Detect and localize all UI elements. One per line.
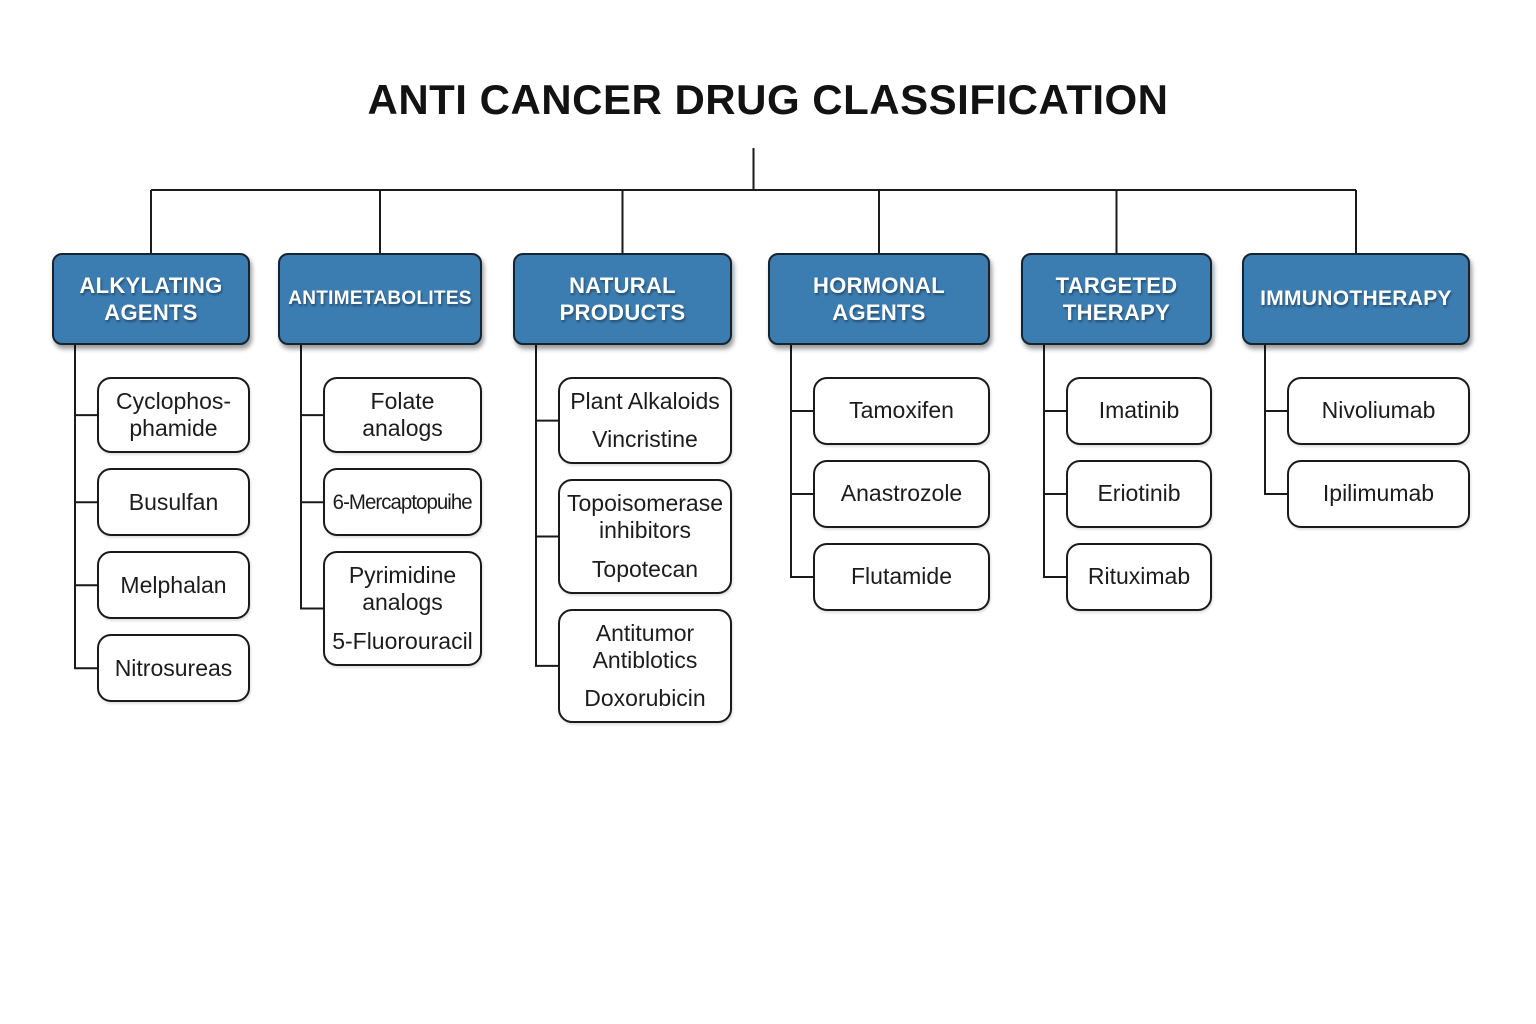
drug-box: Tamoxifen: [813, 377, 990, 445]
category-children: Cyclophos- phamide Busulfan Melphalan Ni…: [52, 377, 250, 703]
category-children: Imatinib Eriotinib Rituximab: [1021, 377, 1212, 611]
drug-box: 6-Mercaptopuihe: [323, 468, 482, 537]
drug-box: Imatinib: [1066, 377, 1212, 445]
drug-box-text: Flutamide: [851, 563, 952, 590]
drug-box: Melphalan: [97, 551, 250, 620]
drug-box: Cyclophos- phamide: [97, 377, 250, 454]
drug-box: Folate analogs: [323, 377, 482, 454]
drug-box-subtext: 5-Fluorouracil: [332, 627, 473, 654]
drug-box-subtext: Vincristine: [592, 426, 698, 453]
drug-box-text: Melphalan: [120, 571, 227, 598]
drug-box-text: Plant Alkaloids: [570, 388, 720, 414]
category-column-immunotherapy: IMMUNOTHERAPY Nivoliumab Ipilimumab: [1242, 253, 1470, 528]
drug-box-subtext: Doxorubicin: [584, 684, 706, 711]
category-box-immunotherapy: IMMUNOTHERAPY: [1242, 253, 1470, 345]
drug-box-text: Antitumor Antiblotics: [592, 619, 698, 673]
category-column-targeted-therapy: TARGETED THERAPY Imatinib Eriotinib Ritu…: [1021, 253, 1212, 611]
category-box-antimetabolites: ANTIMETABOLITES: [278, 253, 482, 345]
drug-box-text: Anastrozole: [840, 480, 963, 507]
category-label: NATURAL PRODUCTS: [559, 272, 686, 326]
category-box-hormonal-agents: HORMONAL AGENTS: [768, 253, 990, 345]
drug-box: Nitrosureas: [97, 634, 250, 703]
category-children: Nivoliumab Ipilimumab: [1242, 377, 1470, 528]
drug-box-text: Rituximab: [1087, 563, 1191, 590]
drug-box-text: 6-Mercaptopuihe: [332, 489, 473, 514]
drug-box-text: Nitrosureas: [114, 654, 233, 681]
drug-box: Rituximab: [1066, 543, 1212, 611]
drug-box-text: Cyclophos- phamide: [115, 388, 232, 442]
drug-box: Busulfan: [97, 468, 250, 537]
page-title: ANTI CANCER DRUG CLASSIFICATION: [367, 76, 1169, 123]
drug-box-text: Eriotinib: [1097, 480, 1181, 507]
drug-box: Pyrimidine analogs 5-Fluorouracil: [323, 551, 482, 666]
drug-box: Topoisomerase inhibitors Topotecan: [558, 479, 732, 594]
drug-box-text: Busulfan: [128, 488, 219, 515]
category-box-natural-products: NATURAL PRODUCTS: [513, 253, 732, 345]
drug-box: Plant Alkaloids Vincristine: [558, 377, 732, 465]
category-children: Folate analogs 6-Mercaptopuihe Pyrimidin…: [278, 377, 482, 666]
category-column-natural-products: NATURAL PRODUCTS Plant Alkaloids Vincris…: [513, 253, 732, 723]
category-label: IMMUNOTHERAPY: [1260, 286, 1452, 310]
drug-box-text: Ipilimumab: [1322, 480, 1435, 507]
category-box-targeted-therapy: TARGETED THERAPY: [1021, 253, 1212, 345]
drug-box-text: Folate analogs: [362, 388, 443, 442]
drug-box: Antitumor Antiblotics Doxorubicin: [558, 608, 732, 723]
category-box-alkylating-agents: ALKYLATING AGENTS: [52, 253, 250, 345]
category-children: Plant Alkaloids Vincristine Topoisomeras…: [513, 377, 732, 723]
drug-box-text: Pyrimidine analogs: [348, 562, 457, 616]
category-children: Tamoxifen Anastrozole Flutamide: [768, 377, 990, 611]
drug-box: Eriotinib: [1066, 460, 1212, 528]
drug-box-text: Topoisomerase inhibitors: [567, 490, 723, 544]
category-label: HORMONAL AGENTS: [813, 272, 945, 326]
drug-box: Anastrozole: [813, 460, 990, 528]
category-column-hormonal-agents: HORMONAL AGENTS Tamoxifen Anastrozole Fl…: [768, 253, 990, 611]
category-column-antimetabolites: ANTIMETABOLITES Folate analogs 6-Mercapt…: [278, 253, 482, 666]
category-label: ALKYLATING AGENTS: [79, 272, 223, 326]
drug-box: Nivoliumab: [1287, 377, 1470, 445]
category-label: ANTIMETABOLITES: [288, 288, 472, 310]
drug-box-text: Tamoxifen: [849, 397, 954, 424]
category-column-alkylating-agents: ALKYLATING AGENTS Cyclophos- phamide Bus…: [52, 253, 250, 703]
drug-box-subtext: Topotecan: [591, 555, 699, 582]
drug-box-text: Imatinib: [1098, 397, 1180, 424]
drug-box: Ipilimumab: [1287, 460, 1470, 528]
category-label: TARGETED THERAPY: [1055, 272, 1178, 326]
drug-box: Flutamide: [813, 543, 990, 611]
drug-box-text: Nivoliumab: [1321, 397, 1436, 424]
